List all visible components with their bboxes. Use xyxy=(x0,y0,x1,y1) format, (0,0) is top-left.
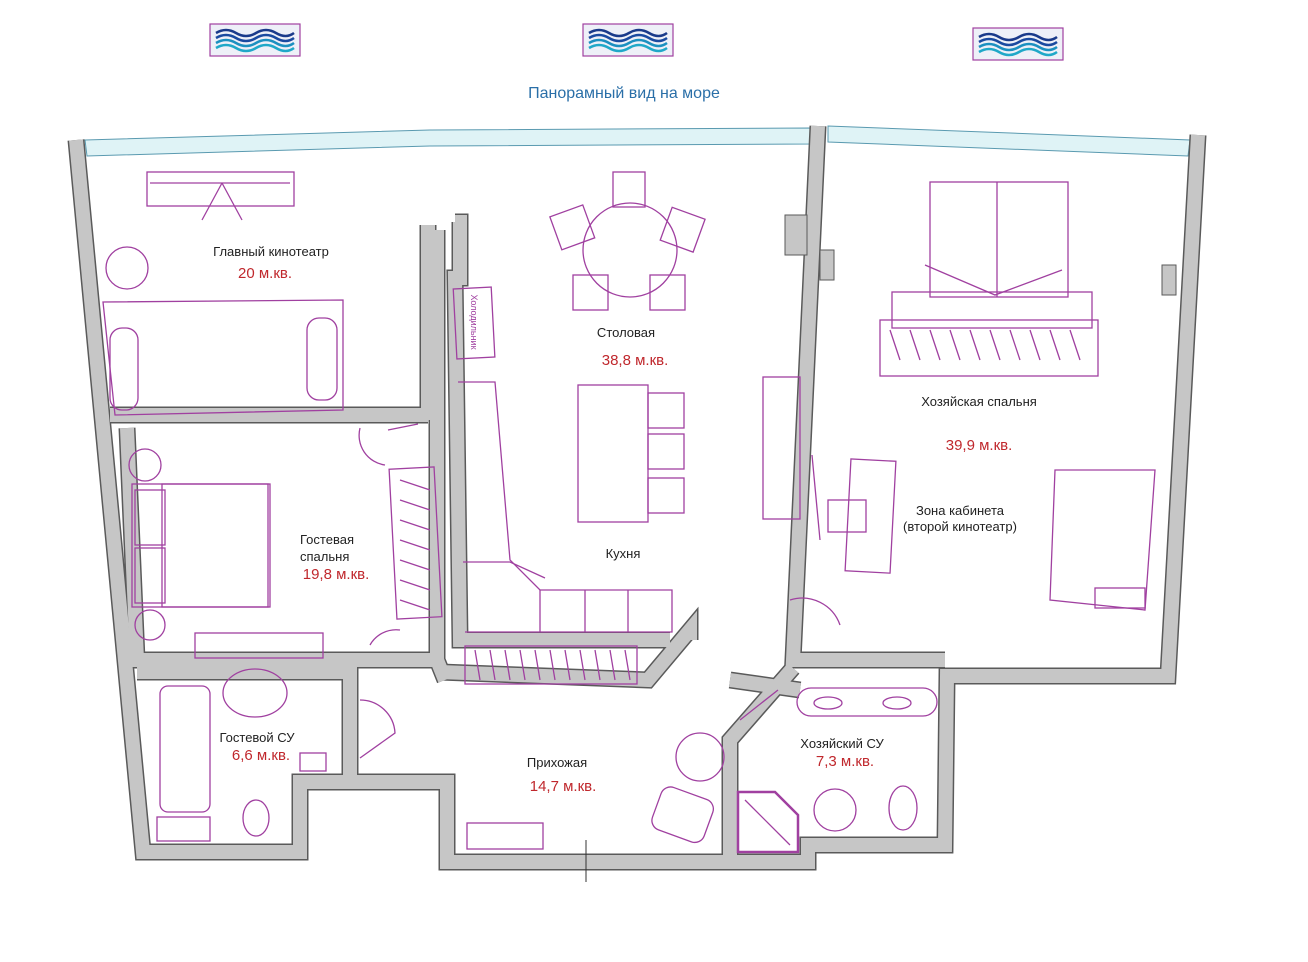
room-name-guest-bathroom: Гостевой СУ xyxy=(219,730,295,745)
walls xyxy=(67,125,1207,871)
sea-view-title: Панорамный вид на море xyxy=(528,85,720,102)
sea-waves-icon xyxy=(971,26,1065,62)
furniture xyxy=(102,171,1156,882)
room-name-master-bathroom: Хозяйский СУ xyxy=(800,736,884,751)
sea-waves-icon xyxy=(581,22,675,58)
room-area-guest-bathroom: 6,6 м.кв. xyxy=(231,747,291,764)
room-area-main-cinema: 20 м.кв. xyxy=(237,265,293,282)
room-area-master-bathroom: 7,3 м.кв. xyxy=(815,753,875,770)
room-area-guest-bedroom: 19,8 м.кв. xyxy=(302,566,370,583)
room-area-master-bedroom: 39,9 м.кв. xyxy=(945,437,1013,454)
room-name-master-bedroom: Хозяйская спальня xyxy=(921,394,1037,409)
sea-waves-icon xyxy=(208,22,302,58)
room-name-hallway: Прихожая xyxy=(526,755,588,770)
room-name-kitchen: Кухня xyxy=(605,546,641,561)
panoramic-window-left xyxy=(84,127,811,157)
room-area-hallway: 14,7 м.кв. xyxy=(529,778,597,795)
room-name-main-cinema: Главный кинотеатр xyxy=(213,244,329,259)
room-area-dining: 38,8 м.кв. xyxy=(601,352,669,369)
room-name-guest-bedroom: Гостевая спальня xyxy=(300,532,354,564)
room-name-study-zone: Зона кабинета (второй кинотеатр) xyxy=(903,503,1017,534)
panoramic-window-right xyxy=(827,125,1191,157)
room-name-dining: Столовая xyxy=(596,325,656,340)
fridge-label: Холодильник xyxy=(469,294,479,350)
